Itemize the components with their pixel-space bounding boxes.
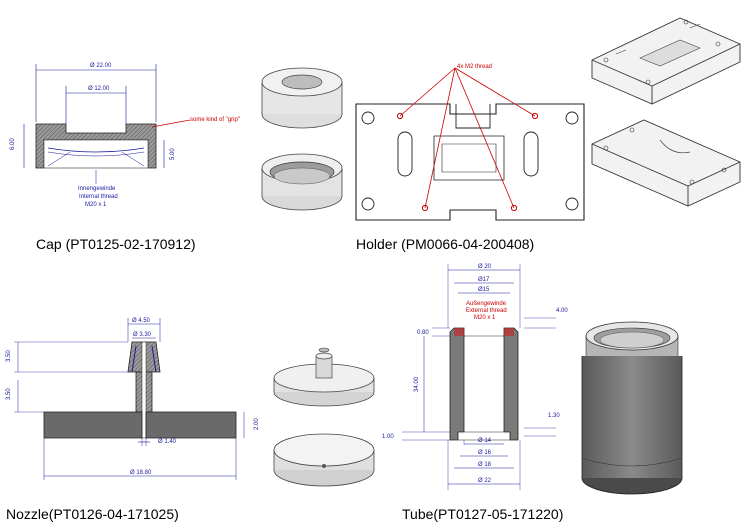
cap-drawing: Ø 22.00 Ø 12.00 6.00 5.00 some kind of "… — [10, 63, 240, 208]
nozzle-dim-flange: Ø 18.80 — [130, 470, 152, 476]
nozzle-dim-tip-len: 3.50 — [6, 350, 12, 362]
cap-grip-note: some kind of "grip" — [190, 117, 240, 123]
nozzle-dim-bore: Ø 1.40 — [158, 439, 177, 445]
nozzle-dim-neck-len: 3.50 — [6, 388, 12, 400]
tube-render — [581, 321, 683, 495]
cap-thread-de: Innengewinde — [78, 186, 116, 192]
tube-drawing: Ø 20 Ø17 Ø15 Außengewinde External threa… — [382, 264, 568, 490]
tube-thread-size: M20 x 1 — [474, 315, 496, 321]
tube-dim-d17: Ø17 — [478, 277, 490, 283]
tube-dim-base: 1.00 — [382, 434, 394, 440]
tube-dim-d20: Ø 20 — [478, 264, 492, 270]
tube-dim-height: 34.00 — [414, 376, 420, 392]
tube-thread-de: Außengewinde — [466, 301, 507, 307]
holder-outline — [355, 103, 585, 221]
nozzle-render-bottom — [273, 433, 375, 487]
tube-dim-chamfer: 0.80 — [417, 330, 429, 336]
nozzle-dim-flange-thk: 2.00 — [254, 418, 260, 430]
nozzle-dim-tip-outer: Ø 4.50 — [132, 318, 151, 324]
tube-dim-step: 1.30 — [548, 413, 560, 419]
cap-dim-outer: Ø 22.00 — [90, 63, 112, 69]
tube-dim-d22: Ø 22 — [478, 478, 492, 484]
tube-dim-d18: Ø 18 — [478, 462, 492, 468]
cap-dim-height: 6.00 — [10, 138, 16, 150]
cap-dim-inner: Ø 12.00 — [88, 86, 110, 92]
holder-render-top — [591, 17, 741, 105]
tube-dim-d14: Ø 14 — [478, 438, 492, 444]
caption-holder: Holder (PM0066-04-200408) — [356, 236, 535, 252]
cap-dim-thread-depth: 5.00 — [170, 148, 176, 160]
nozzle-render-top — [273, 347, 375, 407]
holder-render-bottom — [591, 119, 741, 207]
tube-dim-d16: Ø 16 — [478, 450, 492, 456]
tube-dim-d15: Ø15 — [478, 287, 490, 293]
cap-thread-size: M20 x 1 — [85, 202, 107, 208]
cap-render-top — [261, 67, 343, 129]
tube-thread-en: External thread — [466, 308, 507, 314]
caption-nozzle: Nozzle(PT0126-04-171025) — [6, 506, 179, 522]
holder-drawing: 4x M2 thread — [355, 64, 585, 221]
holder-thread-note: 4x M2 thread — [457, 64, 492, 70]
cap-thread-en: Internal thread — [79, 194, 118, 200]
nozzle-drawing: Ø 4.50 Ø 3.30 3.50 3.50 Ø 1.40 2.00 Ø 18… — [6, 318, 260, 480]
tube-dim-top: 4.00 — [556, 308, 568, 314]
caption-cap: Cap (PT0125-02-170912) — [36, 236, 196, 252]
cap-render-bottom — [261, 153, 343, 211]
caption-tube: Tube(PT0127-05-171220) — [402, 506, 564, 522]
nozzle-dim-tip-inner: Ø 3.30 — [133, 332, 152, 338]
